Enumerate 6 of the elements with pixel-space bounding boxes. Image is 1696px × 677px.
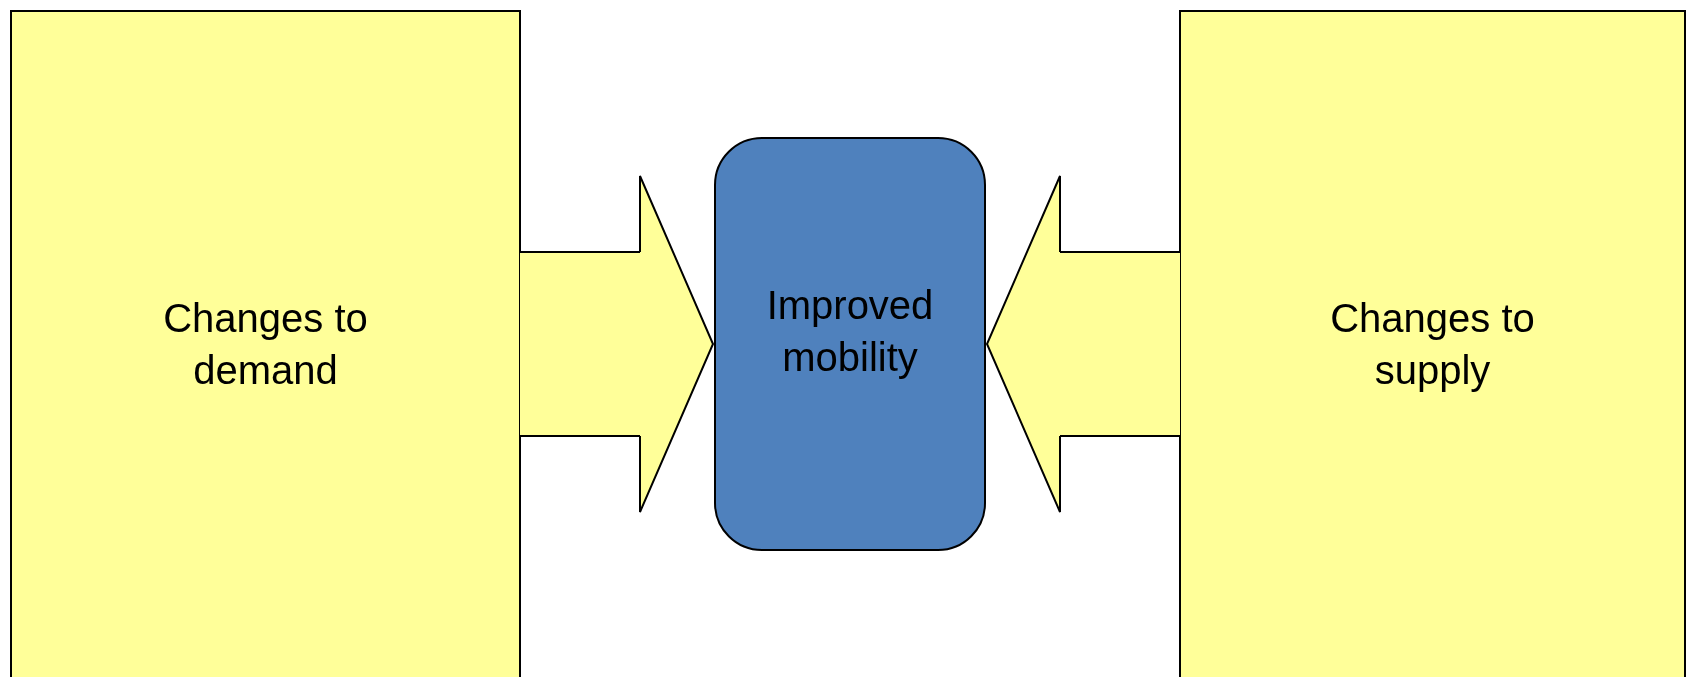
node-label: Changes to demand bbox=[162, 295, 369, 394]
block-box bbox=[1179, 10, 1686, 677]
block-box bbox=[10, 10, 521, 677]
rounded-box bbox=[714, 137, 986, 551]
node-label: Changes to supply bbox=[1329, 295, 1536, 394]
node-label: Improved mobility bbox=[765, 282, 935, 381]
